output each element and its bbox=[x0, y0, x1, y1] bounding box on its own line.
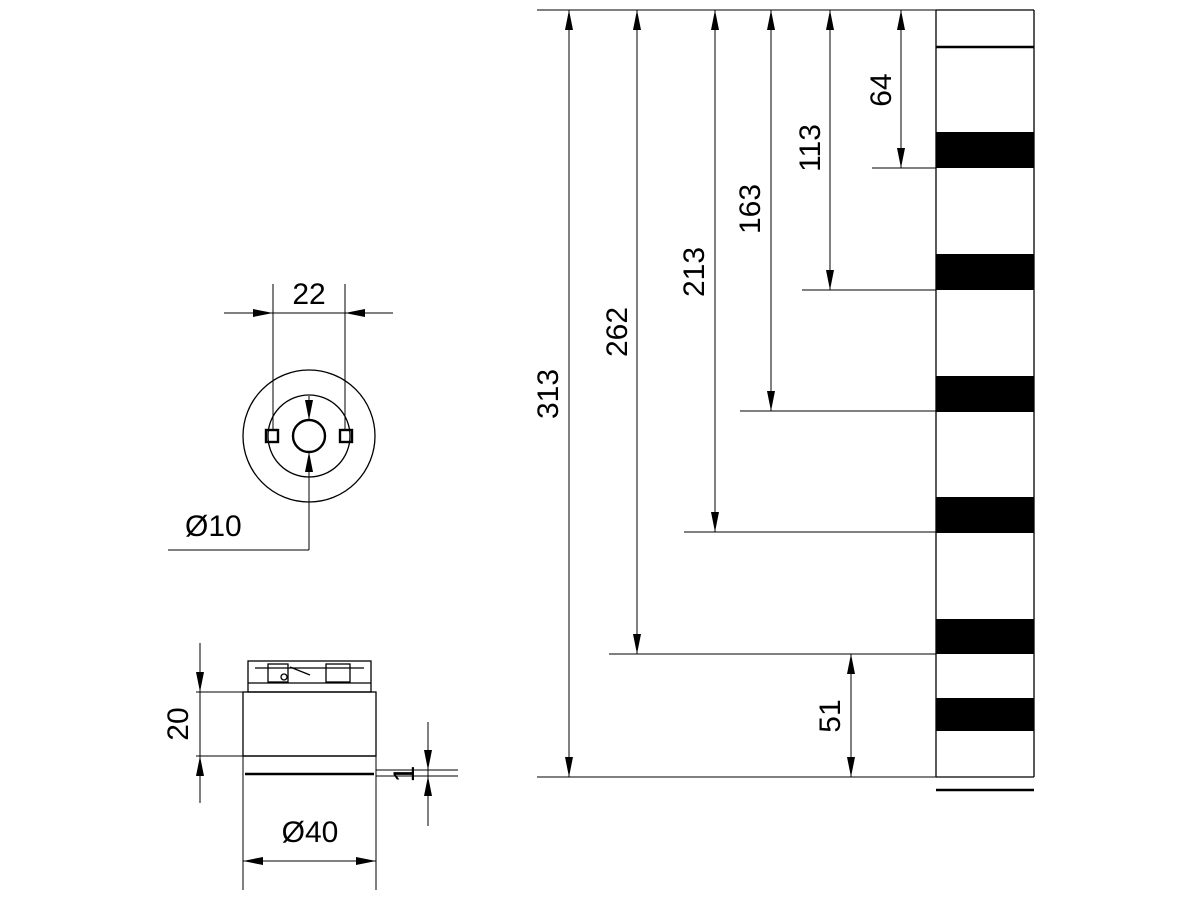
arrow-down-icon bbox=[424, 750, 432, 770]
tier-label-262: 262 bbox=[601, 307, 634, 357]
tier-label-163: 163 bbox=[734, 184, 767, 234]
tower-tier-band bbox=[936, 497, 1034, 533]
arrow-down-icon bbox=[826, 270, 834, 290]
height-label: 20 bbox=[162, 707, 195, 740]
tier-label-64: 64 bbox=[865, 73, 898, 106]
right-pin bbox=[338, 428, 354, 444]
top-view: 22 Ø10 bbox=[168, 278, 393, 551]
arrow-down-icon bbox=[767, 391, 775, 411]
tower-tier-band bbox=[936, 376, 1034, 412]
arrow-down-icon bbox=[897, 148, 905, 168]
cap-latch-right bbox=[325, 663, 351, 683]
arrow-up-icon bbox=[847, 654, 855, 674]
module-top-cap bbox=[247, 660, 372, 693]
arrow-up-icon bbox=[633, 10, 641, 30]
tower-view: 313 262 213 163 113 64 51 bbox=[532, 9, 1035, 792]
arrow-down-icon bbox=[633, 634, 641, 654]
arrow-up-icon bbox=[767, 10, 775, 30]
arrow-right-icon bbox=[253, 309, 273, 317]
arrow-down-icon bbox=[711, 512, 719, 532]
arrow-up-icon bbox=[424, 776, 432, 796]
diameter-label: Ø40 bbox=[282, 816, 339, 849]
tier-label-213: 213 bbox=[678, 247, 711, 297]
tower-tier-band bbox=[936, 132, 1034, 168]
pin-spacing-label: 22 bbox=[292, 278, 325, 311]
arrow-up-icon bbox=[196, 756, 204, 776]
arrow-right-icon bbox=[356, 857, 376, 865]
arrow-up-icon bbox=[826, 10, 834, 30]
center-bore bbox=[291, 418, 327, 454]
bore-label: Ø10 bbox=[185, 510, 242, 543]
total-height-label: 313 bbox=[532, 369, 565, 419]
tower-tier-band bbox=[936, 619, 1034, 654]
arrow-down-icon bbox=[847, 757, 855, 777]
tier-label-113: 113 bbox=[794, 124, 827, 172]
arrow-left-icon bbox=[345, 309, 365, 317]
tower-tier-band bbox=[936, 698, 1034, 731]
left-pin bbox=[264, 428, 280, 444]
side-view: 20 1 Ø40 bbox=[162, 643, 458, 890]
cap-screw bbox=[280, 673, 288, 681]
cap-latch-left bbox=[267, 663, 289, 683]
arrow-up-icon bbox=[565, 10, 573, 30]
arrow-down-icon bbox=[565, 757, 573, 777]
base-label-51: 51 bbox=[814, 699, 847, 732]
tower-tier-band bbox=[936, 254, 1034, 290]
module-body bbox=[242, 691, 377, 757]
cap-detail-line bbox=[289, 666, 311, 676]
gap-label: 1 bbox=[388, 766, 421, 783]
arrow-up-icon bbox=[897, 10, 905, 30]
arrow-left-icon bbox=[243, 857, 263, 865]
arrow-up-icon bbox=[711, 10, 719, 30]
arrow-down-icon bbox=[196, 672, 204, 692]
